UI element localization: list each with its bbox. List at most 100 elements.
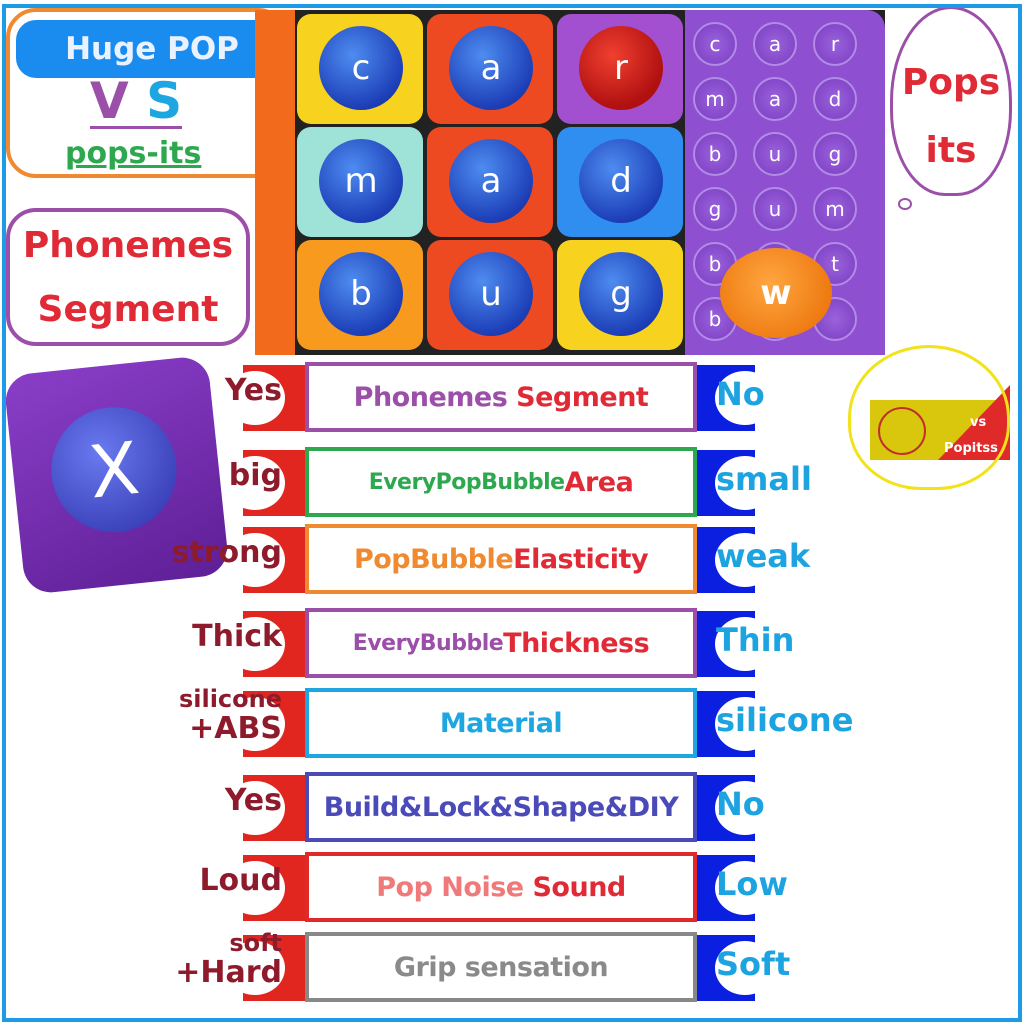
right-tab [697, 611, 775, 677]
board-bubble: b [693, 132, 737, 176]
left-value: Yes [224, 373, 282, 408]
right-tab [697, 855, 775, 921]
right-tab [697, 527, 775, 593]
letter-tile: a [427, 14, 553, 124]
board-bubble: a [753, 77, 797, 121]
letter-ball: a [449, 26, 533, 110]
right-tab [697, 450, 775, 516]
left-value: big [228, 458, 282, 493]
vs-v: V [90, 72, 129, 130]
board-bubble: d [813, 77, 857, 121]
right-value: No [716, 785, 765, 823]
feature-text: Sound [532, 871, 626, 903]
letter-tile: r [557, 14, 683, 124]
bubble-line2: Segment [37, 289, 219, 330]
title-box: Huge POP V S pops-its [6, 8, 288, 178]
right-value: Soft [716, 945, 791, 983]
feature-box: Pop Noise Sound [305, 852, 697, 922]
bubble-line1: Phonemes [22, 225, 234, 266]
letter-tile: u [427, 240, 553, 350]
right-value: weak [716, 537, 811, 575]
left-tab [225, 855, 305, 921]
right-tab [697, 935, 775, 1001]
letter-tile: d [557, 127, 683, 237]
left-tab [225, 775, 305, 841]
letter-tile: m [297, 127, 423, 237]
right-value: Low [716, 865, 788, 903]
title: Huge POP [65, 31, 239, 67]
letter-ball: g [579, 252, 663, 336]
right-value: small [716, 460, 812, 498]
thought-cloud: Pops its [890, 6, 1012, 196]
left-value: silicone+ABS [178, 685, 282, 747]
right-value: silicone [716, 701, 854, 739]
feature-text: Elasticity [513, 543, 649, 575]
subtitle: pops-its [65, 136, 202, 171]
left-value: Thick [192, 619, 282, 654]
feature-box: Material [305, 688, 697, 758]
feature-box: Phonemes Segment [305, 362, 697, 432]
feature-box: Build&Lock&Shape&DIY [305, 772, 697, 842]
cloud-line2: its [925, 130, 977, 171]
comparison-row: silicone+ABS Material silicone [0, 685, 1024, 760]
w-ball: w [720, 248, 832, 338]
cloud-tail [898, 198, 912, 210]
letter-ball: c [319, 26, 403, 110]
cloud-line1: Pops [901, 62, 1001, 103]
feature-text: EveryPopBubble [368, 469, 565, 495]
title-banner: Huge POP [16, 20, 288, 78]
right-tab [697, 775, 775, 841]
feature-text: EveryBubble [352, 630, 504, 656]
feature-text: Thickness [503, 627, 650, 659]
board-bubble: u [753, 187, 797, 231]
vs-s: S [146, 72, 183, 130]
left-value: Loud [199, 863, 282, 898]
left-tab [225, 527, 305, 593]
feature-text: Segment [516, 381, 649, 413]
comparison-row: Yes Phonemes Segment No [0, 362, 1024, 434]
board-bubble: g [813, 132, 857, 176]
left-value: Yes [224, 783, 282, 818]
letter-ball: a [449, 139, 533, 223]
letter-tile: g [557, 240, 683, 350]
speech-bubble: Phonemes Segment [6, 208, 250, 346]
feature-box: Grip sensation [305, 932, 697, 1002]
board-bubble: m [693, 77, 737, 121]
vs-label: V S [90, 76, 183, 129]
letter-tile: a [427, 127, 553, 237]
feature-text: PopBubble [353, 543, 514, 575]
orange-strip [255, 10, 295, 355]
right-tab [697, 365, 775, 431]
right-value: Thin [716, 621, 795, 659]
letter-ball: r [579, 26, 663, 110]
feature-text: Phonemes [353, 381, 517, 413]
letter-ball: u [449, 252, 533, 336]
feature-text: Build&Lock&Shape&DIY [323, 791, 679, 823]
letter-ball: b [319, 252, 403, 336]
comparison-row: soft+Hard Grip sensation Soft [0, 929, 1024, 1004]
comparison-row: Yes Build&Lock&Shape&DIY No [0, 772, 1024, 844]
board-bubble: u [753, 132, 797, 176]
right-tab [697, 691, 775, 757]
board-bubble: a [753, 22, 797, 66]
letter-ball: d [579, 139, 663, 223]
left-tab [225, 691, 305, 757]
left-value: soft+Hard [175, 929, 282, 991]
letter-tile: c [297, 14, 423, 124]
left-tab [225, 365, 305, 431]
feature-text: Pop Noise [376, 871, 533, 903]
feature-text: Material [439, 707, 563, 739]
letter-tile: b [297, 240, 423, 350]
letter-ball: m [319, 139, 403, 223]
left-tab [225, 611, 305, 677]
board-bubble: m [813, 187, 857, 231]
left-tab [225, 450, 305, 516]
left-value: strong [171, 535, 282, 570]
